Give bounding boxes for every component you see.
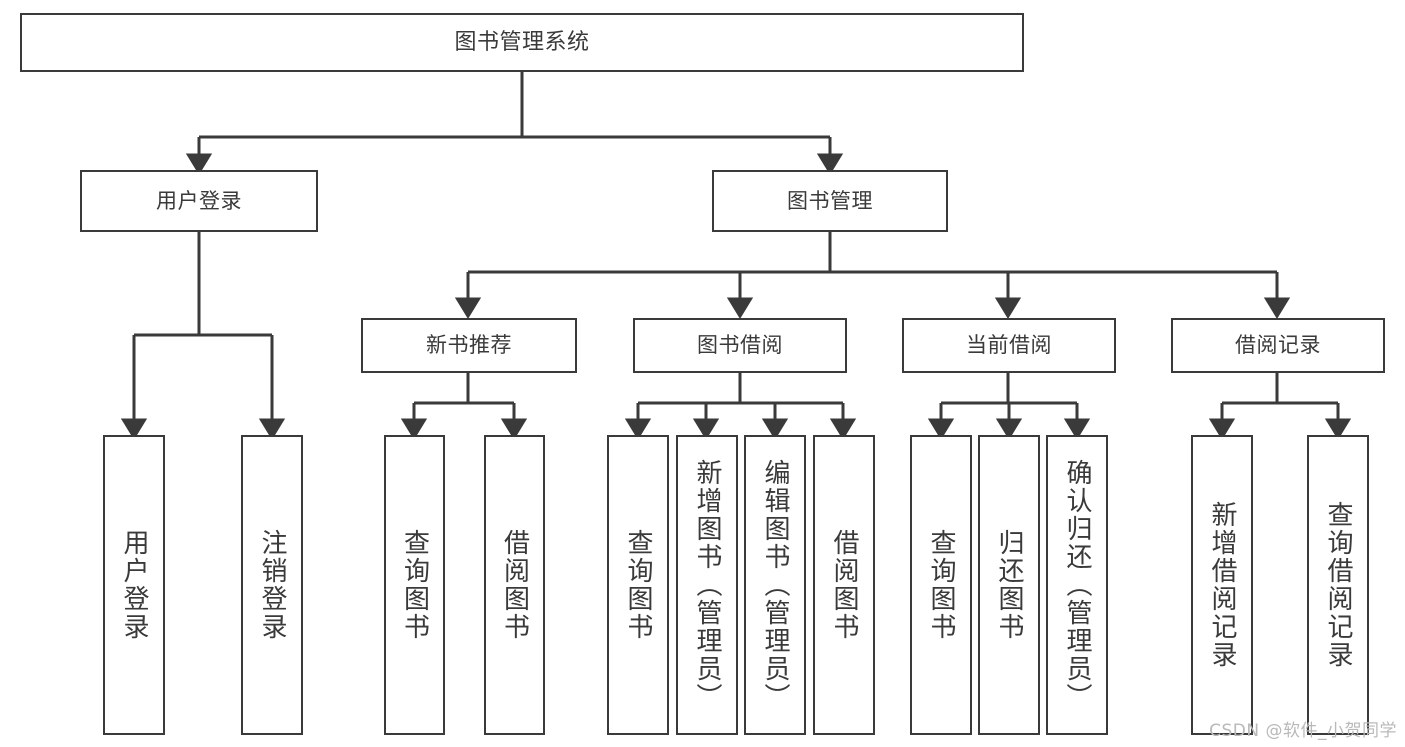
node-label: 图书管理 (787, 188, 873, 213)
node-label: 借阅图书 (829, 529, 859, 641)
node-label: 用户登录 (156, 188, 242, 213)
node-user-login[interactable]: 用户登录 (80, 170, 318, 232)
node-current-borrow[interactable]: 当前借阅 (902, 318, 1116, 373)
node-label: 当前借阅 (966, 333, 1052, 357)
node-leaf-query-book-1[interactable]: 查询图书 (384, 435, 445, 735)
node-new-book-recommendation[interactable]: 新书推荐 (361, 318, 577, 373)
node-leaf-borrow-book-2[interactable]: 借阅图书 (813, 435, 875, 735)
node-leaf-borrow-book-1[interactable]: 借阅图书 (484, 435, 545, 735)
node-root-library-management-system[interactable]: 图书管理系统 (20, 13, 1024, 72)
node-leaf-user-login[interactable]: 用户登录 (103, 435, 165, 735)
node-label: 查询图书 (926, 529, 956, 641)
node-book-borrow[interactable]: 图书借阅 (633, 318, 847, 373)
node-label: 确认归还（管理员） (1062, 459, 1092, 711)
node-label: 归还图书 (994, 529, 1024, 641)
node-label: 查询图书 (399, 529, 430, 641)
node-label: 图书借阅 (697, 333, 783, 357)
node-leaf-logout-login[interactable]: 注销登录 (241, 435, 303, 735)
node-leaf-edit-book-admin[interactable]: 编辑图书（管理员） (744, 435, 806, 735)
node-label: 新增借阅记录 (1207, 501, 1237, 669)
node-label: 注销登录 (257, 529, 287, 641)
node-leaf-query-book-2[interactable]: 查询图书 (607, 435, 669, 735)
node-label: 查询借阅记录 (1323, 501, 1353, 669)
node-leaf-return-book[interactable]: 归还图书 (978, 435, 1040, 735)
node-borrow-record[interactable]: 借阅记录 (1171, 318, 1385, 373)
node-label: 查询图书 (623, 529, 653, 641)
watermark-text: CSDN @软件_小贺同学 (1209, 721, 1397, 741)
node-label: 借阅图书 (499, 529, 530, 641)
node-leaf-confirm-return-admin[interactable]: 确认归还（管理员） (1046, 435, 1108, 735)
node-leaf-add-borrow-record[interactable]: 新增借阅记录 (1191, 435, 1253, 735)
node-book-management[interactable]: 图书管理 (712, 170, 948, 232)
node-label: 用户登录 (119, 529, 149, 641)
node-leaf-query-borrow-record[interactable]: 查询借阅记录 (1307, 435, 1369, 735)
node-label: 图书管理系统 (454, 29, 590, 55)
node-label: 新增图书（管理员） (692, 459, 722, 711)
node-label: 借阅记录 (1235, 333, 1321, 357)
node-leaf-add-book-admin[interactable]: 新增图书（管理员） (676, 435, 738, 735)
node-leaf-query-book-3[interactable]: 查询图书 (910, 435, 972, 735)
node-label: 编辑图书（管理员） (760, 459, 790, 711)
node-label: 新书推荐 (426, 333, 512, 357)
